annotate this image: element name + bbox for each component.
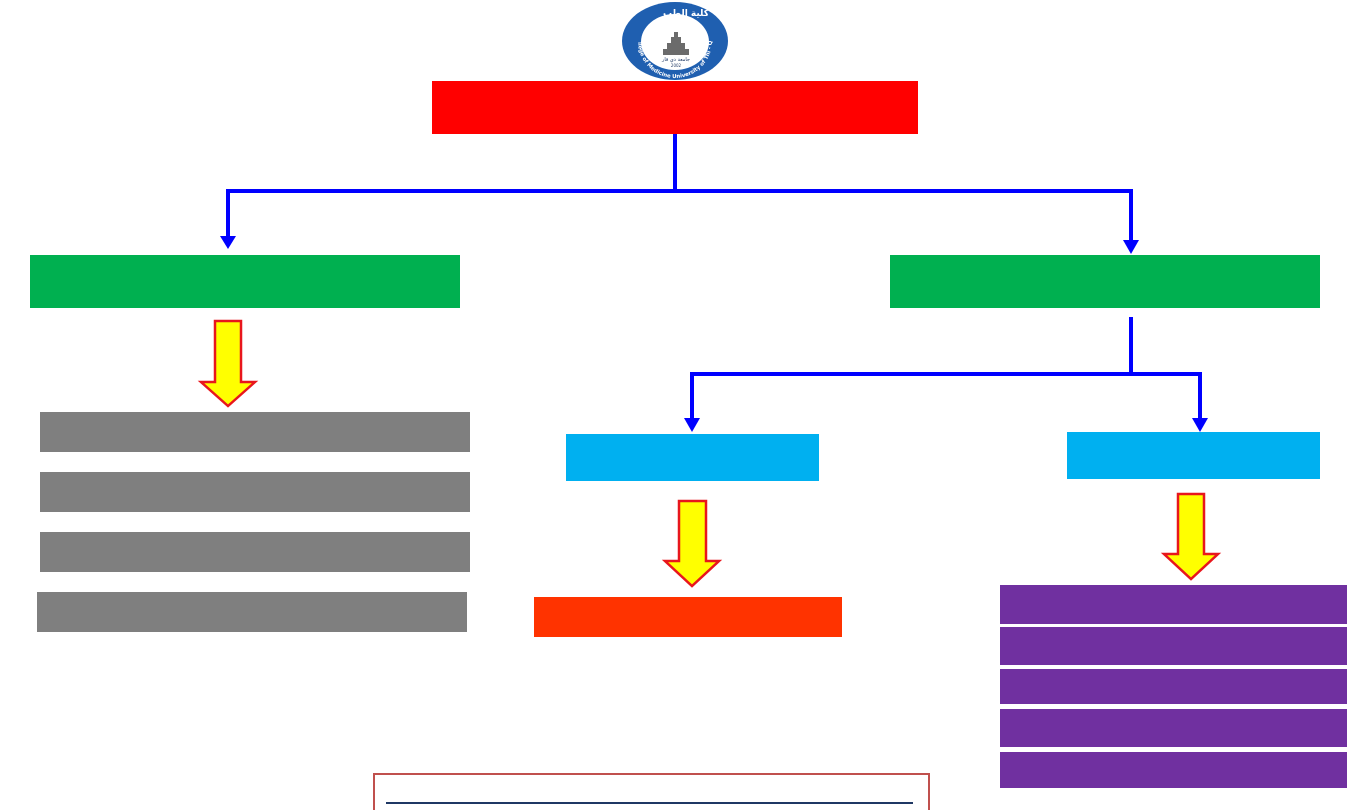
left-arrowhead	[220, 236, 236, 249]
block-arrow-middle	[661, 499, 723, 588]
orange-item	[534, 597, 842, 637]
purple-item-5	[1000, 752, 1347, 788]
mid-left-arrowhead	[684, 418, 700, 432]
grey-item-1	[40, 412, 470, 452]
mid-right-arrowhead	[1192, 418, 1208, 432]
mid-left-node	[566, 434, 819, 481]
block-arrow-left	[197, 319, 259, 408]
left-node	[30, 255, 460, 308]
footer-rule	[386, 802, 913, 804]
root-node	[432, 81, 918, 134]
logo-year: 2002	[671, 63, 682, 68]
block-arrow-right	[1160, 492, 1222, 581]
right-arrowhead	[1123, 240, 1139, 254]
purple-item-3	[1000, 669, 1347, 704]
footer-box	[373, 773, 930, 810]
logo-ziggurat	[663, 32, 689, 55]
logo-name-ar: كلية الطب	[663, 9, 710, 19]
mid-right-node	[1067, 432, 1320, 479]
logo-university-ar: جامعة ذي قار	[661, 57, 690, 63]
right-node	[890, 255, 1320, 308]
purple-item-2	[1000, 627, 1347, 665]
purple-item-1	[1000, 585, 1347, 624]
grey-item-4	[37, 592, 467, 632]
grey-item-3	[40, 532, 470, 572]
grey-item-2	[40, 472, 470, 512]
purple-item-4	[1000, 709, 1347, 747]
college-logo: كلية الطب جامعة ذي قار 2002 College of M…	[620, 1, 728, 80]
